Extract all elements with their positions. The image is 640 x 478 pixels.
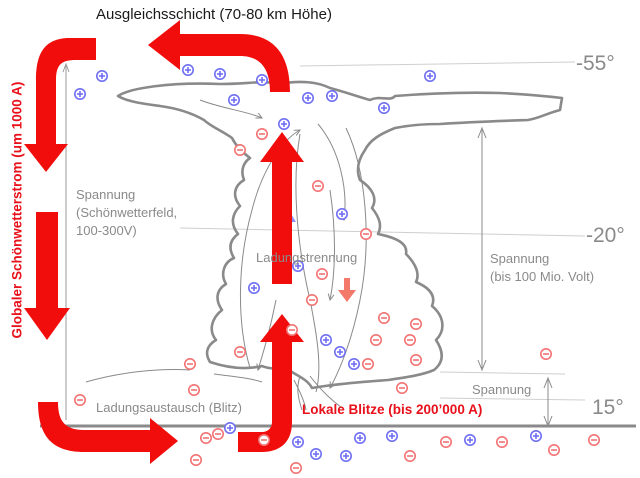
- red-arrows: [24, 20, 304, 464]
- minus-charge-icon: [409, 353, 422, 366]
- minus-charge-icon: [539, 347, 552, 360]
- temp-line-low1: [439, 371, 566, 375]
- top-layer-label: Ausgleichsschicht (70-80 km Höhe): [96, 6, 332, 23]
- minus-charge-icon: [305, 293, 318, 306]
- fair-weather-line-2: (Schönwetterfeld,: [76, 205, 178, 220]
- plus-charge-icon: [224, 421, 237, 434]
- cloud-outline: [116, 80, 564, 390]
- red-arrow-icon: [38, 402, 178, 464]
- red-arrow-icon: [24, 212, 70, 340]
- downdraft-arrow-icon: [338, 278, 356, 302]
- temp-line-top: [299, 61, 576, 67]
- plus-charge-icon: [182, 64, 195, 77]
- plus-charge-icon: [248, 281, 261, 294]
- plus-charge-icon: [291, 259, 304, 272]
- plus-charge-icon: [309, 447, 322, 460]
- red-arrow-icon: [260, 132, 304, 284]
- voltage-big-label: Spannung (bis 100 Mio. Volt): [490, 250, 594, 286]
- minus-charge-icon: [361, 357, 374, 370]
- charges: [74, 64, 600, 474]
- plus-charge-icon: [423, 70, 436, 83]
- minus-charge-icon: [409, 317, 422, 330]
- minus-charge-icon: [200, 431, 213, 444]
- minus-charge-icon: [190, 453, 203, 466]
- fair-weather-line-1: Spannung: [76, 187, 136, 202]
- voltage-small-label: Spannung: [472, 382, 532, 397]
- plus-charge-icon: [96, 70, 109, 83]
- charge-separation-label: Ladungstrennung: [256, 250, 358, 265]
- minus-charge-icon: [234, 144, 247, 157]
- minus-charge-icon: [587, 433, 600, 446]
- local-lightning-label: Lokale Blitze (bis 200’000 A): [302, 402, 483, 417]
- plus-charge-icon: [255, 74, 268, 87]
- temp-line-low2: [439, 397, 586, 401]
- plus-charge-icon: [347, 357, 360, 370]
- minus-charge-icon: [395, 381, 408, 394]
- plus-charge-icon: [319, 333, 332, 346]
- global-current-label: Globaler Schönwetterstrom (um 1000 A): [9, 81, 25, 339]
- plus-charge-icon: [463, 433, 476, 446]
- minus-charge-icon: [403, 449, 416, 462]
- minus-charge-icon: [495, 435, 508, 448]
- minus-charge-icon: [547, 443, 560, 456]
- red-arrow-icon: [148, 20, 290, 92]
- temp-top: -55°: [576, 52, 615, 75]
- fair-weather-line-3: 100-300V): [76, 223, 137, 238]
- plus-charge-icon: [335, 208, 348, 221]
- temp-bottom: 15°: [592, 396, 624, 419]
- plus-charge-icon: [74, 88, 87, 101]
- minus-charge-icon: [369, 333, 382, 346]
- plus-charge-icon: [214, 68, 227, 81]
- temp-mid: -20°: [586, 224, 625, 247]
- voltage-big-line-1: Spannung: [490, 251, 550, 266]
- minus-charge-icon: [184, 357, 197, 370]
- minus-charge-icon: [311, 180, 324, 193]
- minus-charge-icon: [377, 311, 390, 324]
- minus-charge-icon: [234, 345, 247, 358]
- plus-charge-icon: [291, 435, 304, 448]
- minus-charge-icon: [315, 267, 328, 280]
- minus-charge-icon: [439, 435, 452, 448]
- plus-charge-icon: [353, 431, 366, 444]
- minus-charge-icon: [257, 433, 270, 446]
- plus-charge-icon: [339, 449, 352, 462]
- plus-charge-icon: [277, 118, 290, 131]
- minus-charge-icon: [359, 228, 372, 241]
- minus-charge-icon: [74, 393, 87, 406]
- voltage-big-line-2: (bis 100 Mio. Volt): [490, 269, 595, 284]
- minus-charge-icon: [188, 383, 201, 396]
- plus-charge-icon: [377, 102, 390, 115]
- minus-charge-icon: [403, 333, 416, 346]
- plus-charge-icon: [529, 429, 542, 442]
- plus-charge-icon: [228, 94, 241, 107]
- plus-charge-icon: [325, 90, 338, 103]
- minus-charge-icon: [212, 427, 225, 440]
- minus-charge-icon: [289, 461, 302, 474]
- fair-weather-voltage-label: Spannung (Schönwetterfeld, 100-300V): [76, 186, 177, 240]
- plus-charge-icon: [385, 429, 398, 442]
- red-arrow-icon: [24, 38, 96, 172]
- minus-charge-icon: [285, 323, 298, 336]
- charge-exchange-label: Ladungsaustausch (Blitz): [96, 400, 242, 415]
- plus-charge-icon: [301, 92, 314, 105]
- minus-charge-icon: [255, 128, 268, 141]
- plus-charge-icon: [333, 345, 346, 358]
- red-arrow-icon: [238, 314, 304, 452]
